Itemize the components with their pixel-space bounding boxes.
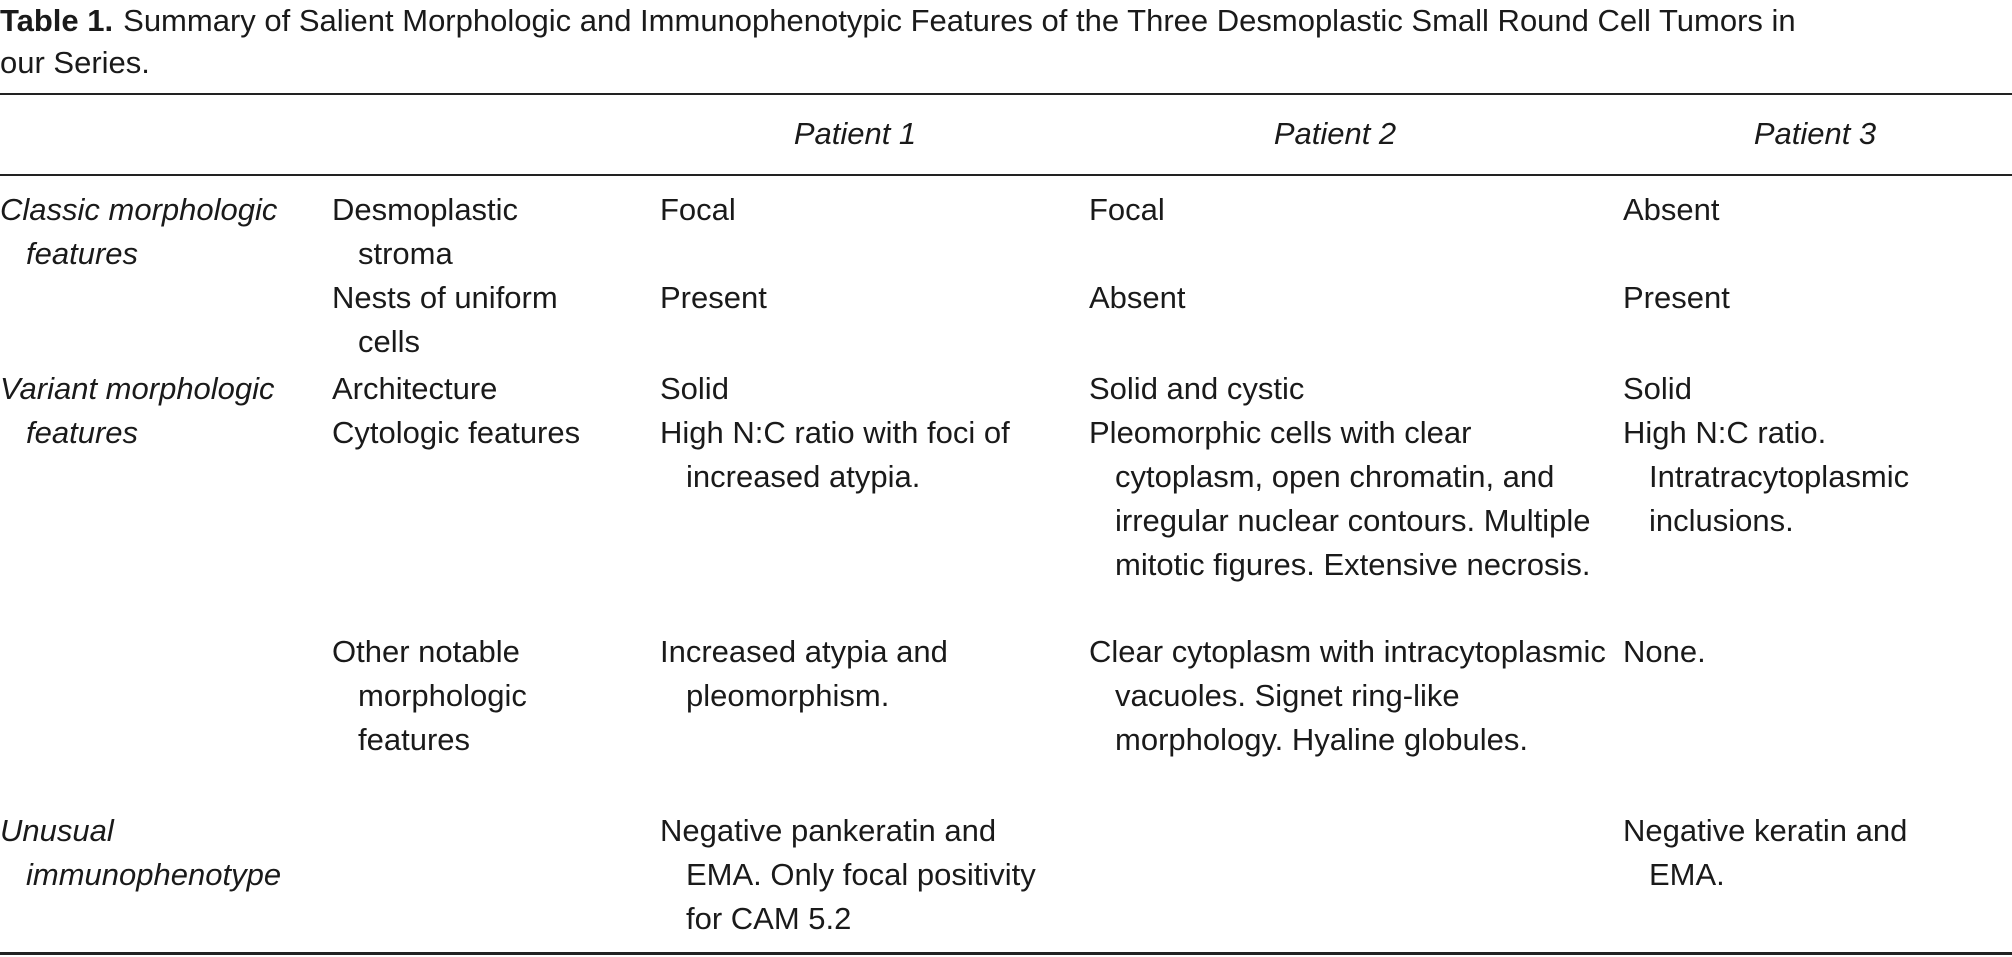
group-variant: Variant morphologic features — [0, 371, 275, 450]
row4-patient2: Clear cytoplasm with intracytoplasmic va… — [1089, 634, 1606, 757]
table-caption-line2: our Series. — [0, 42, 2012, 84]
row2-patient1: Solid — [660, 371, 729, 406]
row1-patient1: Present — [660, 280, 767, 315]
table-label: Table 1. — [0, 3, 114, 38]
feature-nests-uniform-cells: Nests of uniform cells — [332, 280, 558, 359]
row3-patient3: High N:C ratio. Intratracytoplasmic incl… — [1623, 415, 1910, 538]
caption-text-line2: our Series. — [0, 45, 150, 80]
row0-patient3: Absent — [1623, 192, 1720, 227]
row0-patient2: Focal — [1089, 192, 1165, 227]
table-header-rule — [0, 174, 2012, 176]
table-bottom-rule — [0, 952, 2012, 955]
group-unusual: Unusual immunophenotype — [0, 813, 282, 892]
row2-patient3: Solid — [1623, 371, 1692, 406]
table-top-rule — [0, 93, 2012, 95]
row3-patient2: Pleomorphic cells with clear cytoplasm, … — [1089, 415, 1591, 582]
header-patient-3: Patient 3 — [1753, 116, 1877, 151]
caption-text: Summary of Salient Morphologic and Immun… — [123, 3, 1796, 38]
row1-patient3: Present — [1623, 280, 1730, 315]
feature-architecture: Architecture — [332, 371, 498, 406]
header-patient-2: Patient 2 — [1273, 116, 1397, 151]
row5-patient3: Negative keratin and EMA. — [1623, 813, 1908, 892]
table-caption: Table 1. Summary of Salient Morphologic a… — [0, 0, 2012, 42]
row4-patient3: None. — [1623, 634, 1706, 669]
row5-patient1: Negative pankeratin and EMA. Only focal … — [660, 813, 1036, 936]
feature-cytologic-features: Cytologic features — [332, 415, 581, 450]
group-classic: Classic morphologic features — [0, 192, 278, 271]
feature-desmoplastic-stroma: Desmoplastic stroma — [332, 192, 519, 271]
feature-other-notable: Other notable morphologic features — [332, 634, 527, 757]
row4-patient1: Increased atypia and pleomorphism. — [660, 634, 948, 713]
row0-patient1: Focal — [660, 192, 736, 227]
row3-patient1: High N:C ratio with foci of increased at… — [660, 415, 1010, 494]
row1-patient2: Absent — [1089, 280, 1186, 315]
header-patient-1: Patient 1 — [793, 116, 917, 151]
row2-patient2: Solid and cystic — [1089, 371, 1305, 406]
